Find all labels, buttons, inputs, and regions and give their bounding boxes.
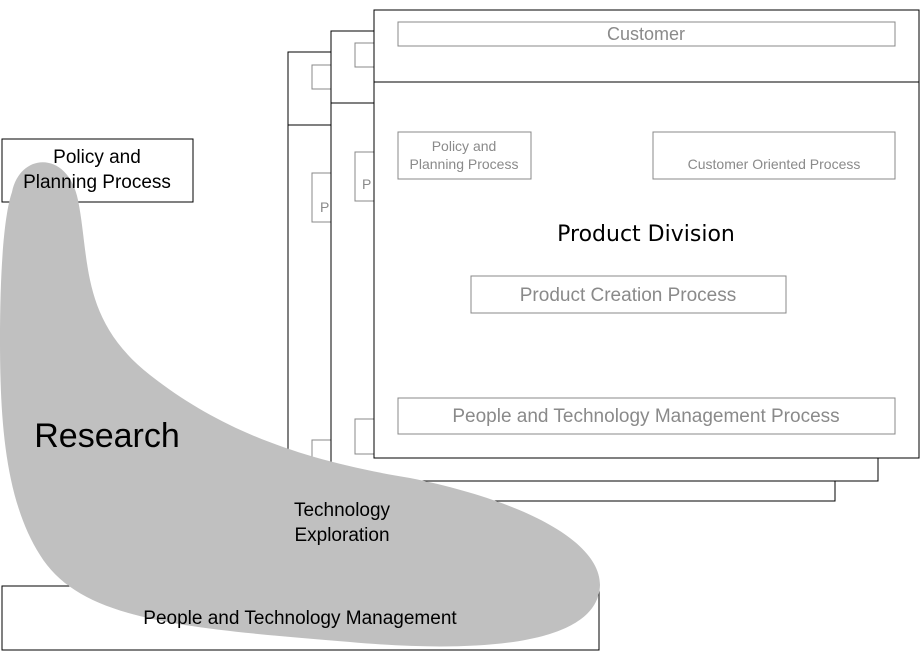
- division-policy-label-line2: Planning Process: [410, 156, 519, 172]
- product-creation-box: [470, 275, 787, 314]
- division-policy-label-line1: Policy and: [432, 138, 497, 154]
- people-technology-label: People and Technology Management: [143, 608, 457, 629]
- back-policy-letter: P: [320, 199, 329, 215]
- policy-planning-label-line1: Policy and: [53, 147, 141, 168]
- customer-label: Customer: [607, 24, 685, 44]
- product-creation-label: Product Creation Process: [520, 285, 737, 306]
- ptm-process-box: [397, 397, 896, 435]
- middle-policy-letter: P: [362, 176, 371, 192]
- technology-exploration-label-line1: Technology: [294, 500, 391, 521]
- customer-oriented-box: [652, 131, 896, 180]
- division-policy-box: [397, 131, 532, 180]
- policy-planning-label-line2: Planning Process: [23, 172, 171, 193]
- research-blob: [0, 162, 600, 647]
- ptm-process-label: People and Technology Management Process: [452, 406, 839, 427]
- customer-box: [397, 21, 896, 47]
- research-label: Research: [34, 417, 180, 455]
- technology-exploration-label-line2: Exploration: [294, 525, 389, 546]
- product-division-title: Product Division: [557, 222, 735, 247]
- customer-oriented-label: Customer Oriented Process: [688, 156, 861, 172]
- front-division-page: Customer Policy and Planning Process Cus…: [373, 9, 920, 459]
